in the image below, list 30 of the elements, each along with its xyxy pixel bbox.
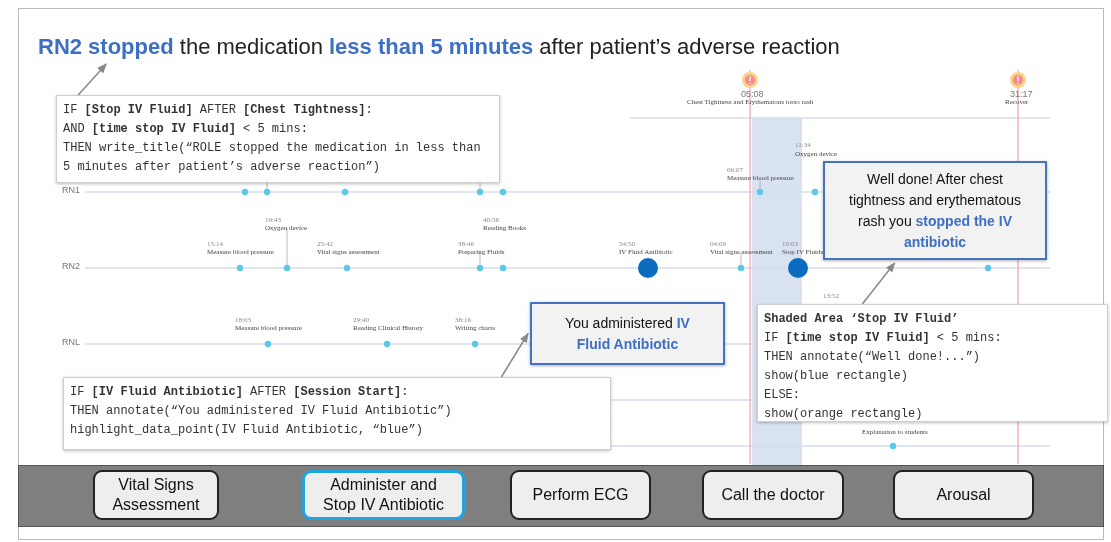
code-line: AND [time stop IV Fluid] < 5 mins: bbox=[63, 121, 309, 138]
code-line: highlight_data_point(IV Fluid Antibiotic, “blue”) bbox=[70, 422, 424, 439]
code-box bbox=[63, 377, 611, 450]
action-button: Call the doctor bbox=[702, 470, 844, 520]
row-label: 05:08 bbox=[741, 90, 764, 99]
code-box bbox=[56, 95, 500, 183]
callout-box: Well done! After chest tightness and erythematous rash you stopped the IV antibiotic bbox=[823, 161, 1047, 260]
code-box bbox=[757, 304, 1108, 422]
arrow bbox=[861, 262, 896, 305]
row-label: RN2 bbox=[62, 262, 80, 271]
action-button: Administer and Stop IV Antibiotic bbox=[302, 470, 465, 520]
code-line: THEN annotate(“Well done!...”) bbox=[764, 349, 982, 366]
action-button: Arousal bbox=[893, 470, 1034, 520]
code-line: THEN write_title(“ROLE stopped the medication in less than 5 minutes after patient’s adverse reaction”) bbox=[63, 140, 482, 176]
code-line: ELSE: bbox=[764, 387, 801, 404]
callout-box: You administered IV Fluid Antibiotic bbox=[530, 302, 725, 365]
arrow bbox=[500, 332, 529, 378]
code-line: IF [IV Fluid Antibiotic] AFTER [Session Start]: bbox=[70, 384, 410, 401]
code-line: Shaded Area ‘Stop IV Fluid’ bbox=[764, 311, 960, 328]
row-label: RNL bbox=[62, 338, 80, 347]
code-line: show(blue rectangle) bbox=[764, 368, 910, 385]
row-label: 31:17 bbox=[1010, 90, 1033, 99]
action-button: Vital Signs Assessment bbox=[93, 470, 219, 520]
code-line: IF [Stop IV Fluid] AFTER [Chest Tightness]: bbox=[63, 102, 374, 119]
arrow bbox=[77, 63, 107, 96]
code-line: show(orange rectangle) bbox=[764, 406, 924, 423]
headline: RN2 stopped the medication less than 5 minutes after patient’s adverse reaction bbox=[38, 30, 1013, 64]
code-line: IF [time stop IV Fluid] < 5 mins: bbox=[764, 330, 1003, 347]
code-line: THEN annotate(“You administered IV Fluid Antibiotic”) bbox=[70, 403, 453, 420]
action-button: Perform ECG bbox=[510, 470, 651, 520]
